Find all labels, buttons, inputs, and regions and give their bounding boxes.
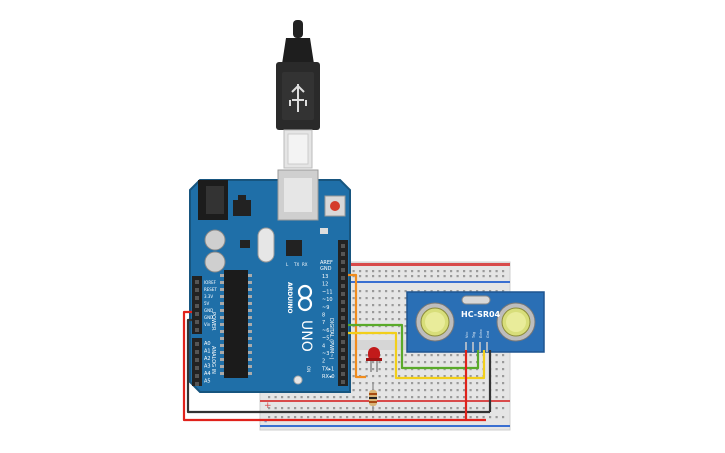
- arduino-uno-board: AREF GND 1312~11~10~987~6~54~32TX▸1RX◂0 …: [189, 169, 351, 393]
- analog-pin-label: A2: [204, 356, 211, 362]
- wire-green: [348, 323, 480, 370]
- power-pin-label: Vin: [204, 322, 211, 327]
- power-pin-label: 3.3V: [204, 294, 213, 299]
- digital-pin-label: 2: [322, 359, 325, 365]
- crystal: [257, 227, 275, 263]
- digital-pin-label: ~10: [322, 297, 333, 303]
- digital-header: [338, 240, 348, 386]
- power-pin-label: IOREF: [204, 280, 217, 285]
- sensor-pin-label: Echo: [479, 330, 483, 339]
- analog-pin-label: A4: [204, 371, 211, 377]
- sensor-model-label: HC-SR04: [461, 310, 501, 319]
- led-icon: [366, 347, 382, 372]
- power-pin-label: RESET: [204, 287, 217, 292]
- tx-label: TX: [293, 262, 299, 267]
- on-label: ON: [306, 366, 311, 372]
- digital-pin-label: ~11: [322, 289, 333, 295]
- wire-5v-red: [182, 310, 486, 422]
- digital-pin-label: RX◂0: [322, 374, 335, 380]
- digital-pin-label: TX▸1: [321, 366, 334, 372]
- breadboard-bottom-red-rail: [260, 400, 510, 402]
- breadboard-center-channel: [260, 340, 510, 350]
- l-led-label: L: [286, 262, 289, 267]
- capacitor: [204, 251, 226, 273]
- digital-pin-label: ~9: [322, 305, 329, 311]
- sensor-pin-label: Vcc: [465, 332, 469, 338]
- digital-pin-label: 4: [322, 343, 325, 349]
- gnd-label: GND: [320, 266, 332, 272]
- resistor-icon: [369, 382, 377, 412]
- uno-label: UNO: [298, 320, 314, 352]
- arduino-brand-label: ARDUINO: [286, 282, 293, 313]
- breadboard-top-red-rail: [260, 263, 510, 266]
- breadboard-bottom-blue-rail: [260, 425, 510, 427]
- on-led: [293, 375, 303, 385]
- aref-label: AREF: [320, 260, 333, 266]
- microcontroller-chip: [224, 270, 248, 378]
- digital-pin-label: 8: [322, 313, 325, 319]
- sensor-pin-label: Trig: [472, 332, 476, 339]
- wire-yellow: [348, 331, 486, 380]
- analog-pin-label: A5: [204, 379, 211, 385]
- power-header-label: POWER: [210, 312, 216, 331]
- digital-pin-label: 13: [322, 274, 328, 280]
- analog-pin-label: A1: [204, 349, 211, 355]
- analog-pin-label: A3: [204, 364, 211, 370]
- digital-pin-label: 12: [322, 282, 328, 288]
- digital-pin-label: 7: [322, 320, 325, 326]
- breadboard-plus-label: +: [264, 401, 272, 411]
- analog-pin-label: A0: [204, 341, 211, 347]
- rx-label: RX: [302, 262, 308, 267]
- capacitor: [204, 229, 226, 251]
- breadboard-top-blue-rail: [260, 281, 510, 283]
- voltage-regulator: [233, 200, 251, 216]
- power-pin-label: GND: [204, 308, 213, 313]
- sensor-pin-label: Gnd: [486, 331, 490, 338]
- digital-pin-label: ~6: [322, 328, 329, 334]
- digital-pin-label: ~3: [322, 351, 329, 357]
- usb-cable-icon: [276, 20, 320, 169]
- breadboard-minus-label: -: [264, 417, 267, 427]
- power-pin-label: 5V: [204, 301, 210, 306]
- infinity-logo-icon: [297, 284, 313, 312]
- digital-pin-label: ~5: [322, 336, 329, 342]
- analog-header-label: ANALOG IN: [210, 346, 216, 374]
- power-pin-label: GND: [204, 315, 213, 320]
- wire-gnd-black: [186, 318, 490, 414]
- digital-header-label: DIGITAL (PWM~): [328, 318, 334, 360]
